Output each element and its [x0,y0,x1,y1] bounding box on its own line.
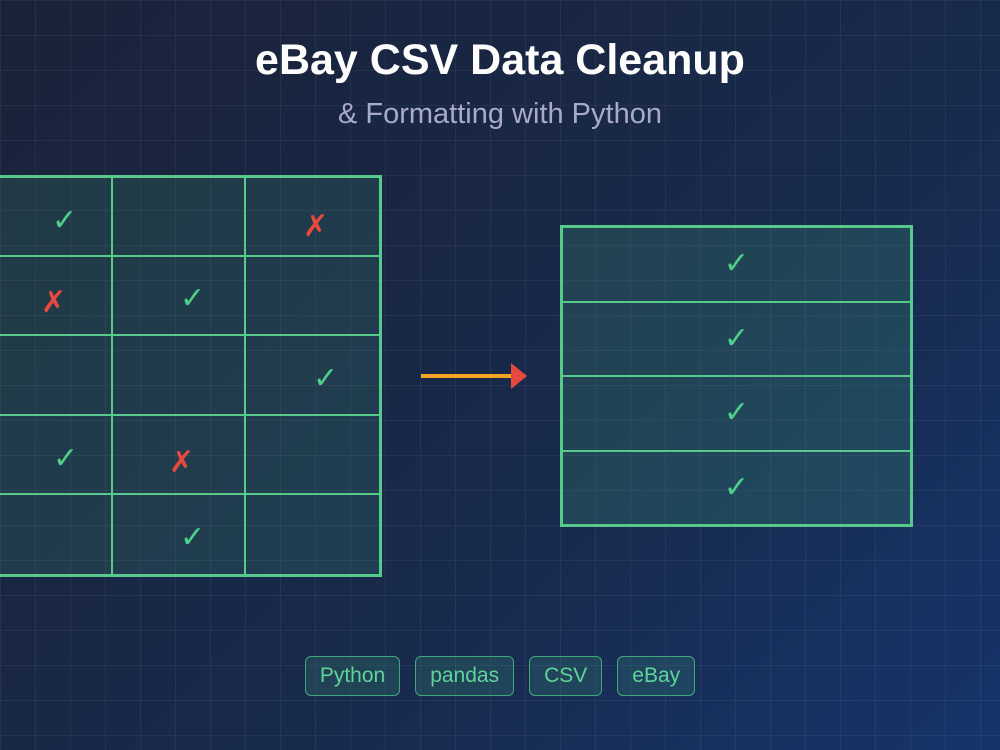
table-row: ✓ [563,303,910,377]
check-icon: ✓ [53,440,79,476]
tag-python: Python [304,656,401,696]
clean-data-table: ✓ ✓ ✓ ✓ [560,225,913,527]
cross-icon: ✗ [169,444,195,480]
check-icon: ✓ [723,395,750,431]
table-cell [113,336,246,416]
page-subtitle: & Formatting with Python [338,98,662,130]
table-cell: ✓ [113,257,246,337]
table-cell [0,494,113,574]
table-cell: ✗ [0,257,113,337]
tag-csv: CSV [529,656,603,696]
cross-icon: ✗ [303,209,329,244]
page-title: eBay CSV Data Cleanup [255,36,745,84]
check-icon: ✓ [723,469,750,505]
table-row: ✓ [563,228,910,303]
tag-pandas: pandas [415,656,515,696]
table-cell: ✓ [246,336,379,416]
messy-data-table: ✓ ✗ ✗ ✓ ✓ ✓ ✗ ✓ [0,175,382,577]
tag-ebay: eBay [617,656,696,696]
table-cell [113,178,246,258]
table-cell: ✓ [113,494,246,574]
check-icon: ✓ [180,281,206,317]
check-icon: ✓ [723,246,750,282]
table-cell [0,336,113,416]
table-cell [246,495,379,574]
check-icon: ✓ [313,361,339,397]
check-icon: ✓ [52,203,78,238]
table-cell [246,416,379,495]
table-cell [246,257,379,337]
cross-icon: ✗ [41,285,67,321]
table-cell: ✓ [0,178,113,258]
table-row: ✓ [563,377,910,452]
table-cell: ✗ [246,178,379,258]
check-icon: ✓ [180,519,206,555]
table-cell: ✓ [0,415,113,495]
table-cell: ✗ [113,415,246,495]
tag-list: Python pandas CSV eBay [0,656,1000,696]
table-row: ✓ [563,452,910,525]
check-icon: ✓ [723,320,750,356]
arrow-right-icon [421,363,527,389]
